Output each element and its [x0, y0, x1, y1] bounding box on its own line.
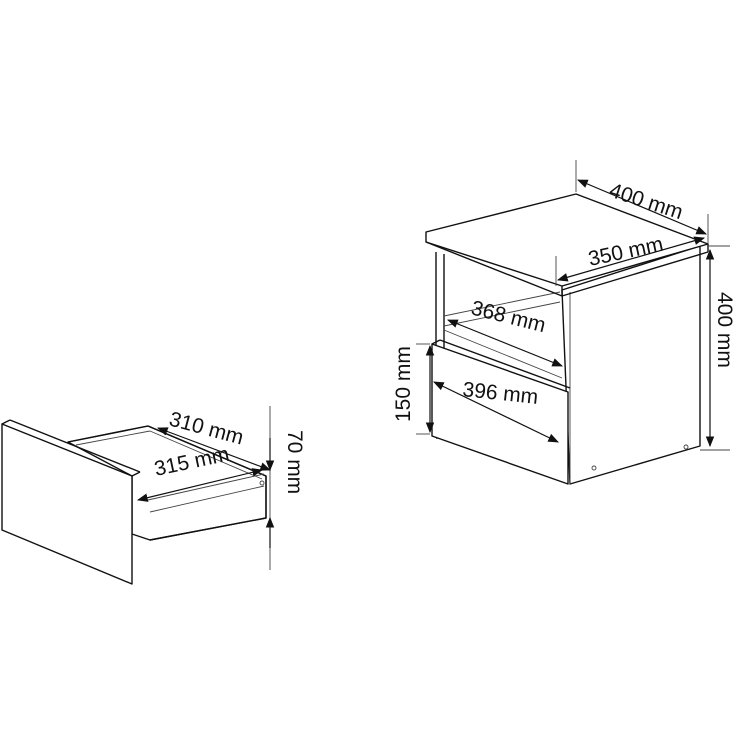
dim-line-310 [156, 427, 272, 471]
nightstand-illustration [425, 193, 709, 485]
dimension-label-70: 70 mm [283, 430, 306, 494]
dim-line-368 [446, 319, 564, 367]
drawer-front-panel [1, 423, 133, 585]
dim-line-315 [136, 468, 264, 502]
dim-line-396 [433, 381, 559, 443]
nightstand-side-panel [561, 245, 701, 485]
dim-line-400-width [577, 179, 707, 235]
dimension-label-drawer-height: 150 mm [392, 346, 415, 422]
dim-line-350 [556, 236, 706, 282]
dimension-label-total-height: 400 mm [713, 292, 736, 368]
